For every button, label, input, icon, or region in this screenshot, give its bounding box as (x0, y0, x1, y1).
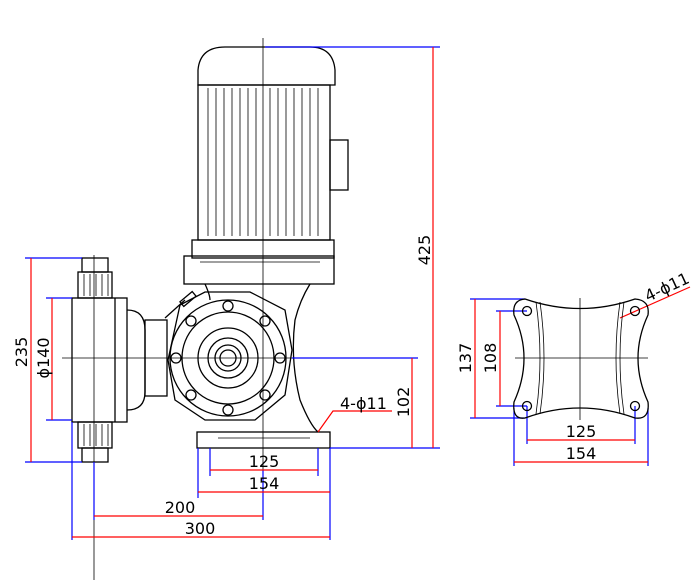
dimension-lines (30, 47, 691, 538)
dim-200: 200 (165, 498, 196, 517)
extension-lines (25, 46, 649, 540)
dim-125: 125 (249, 452, 280, 471)
dim-108: 108 (481, 343, 500, 374)
pump-body (164, 283, 331, 449)
base-plate-view (513, 298, 649, 419)
dim-137: 137 (456, 343, 475, 374)
center-lines (62, 38, 648, 580)
dim-154: 154 (249, 474, 280, 493)
dim-102: 102 (394, 387, 413, 418)
pump-head (71, 257, 168, 463)
dim-phi140: ϕ140 (34, 337, 53, 378)
base-flange (196, 431, 331, 449)
dim-300: 300 (185, 519, 216, 538)
base-hole-callout: 4-ϕ11 (642, 269, 693, 306)
motor (183, 46, 349, 285)
hole-callout: 4-ϕ11 (340, 394, 387, 413)
dimension-labels: 425 102 235 ϕ140 125 154 200 300 4-ϕ11 1… (12, 235, 692, 538)
dim-235: 235 (12, 337, 31, 368)
dim-base-154: 154 (566, 444, 597, 463)
terminal-box (329, 139, 349, 191)
dim-425: 425 (415, 235, 434, 266)
dim-base-125: 125 (566, 422, 597, 441)
